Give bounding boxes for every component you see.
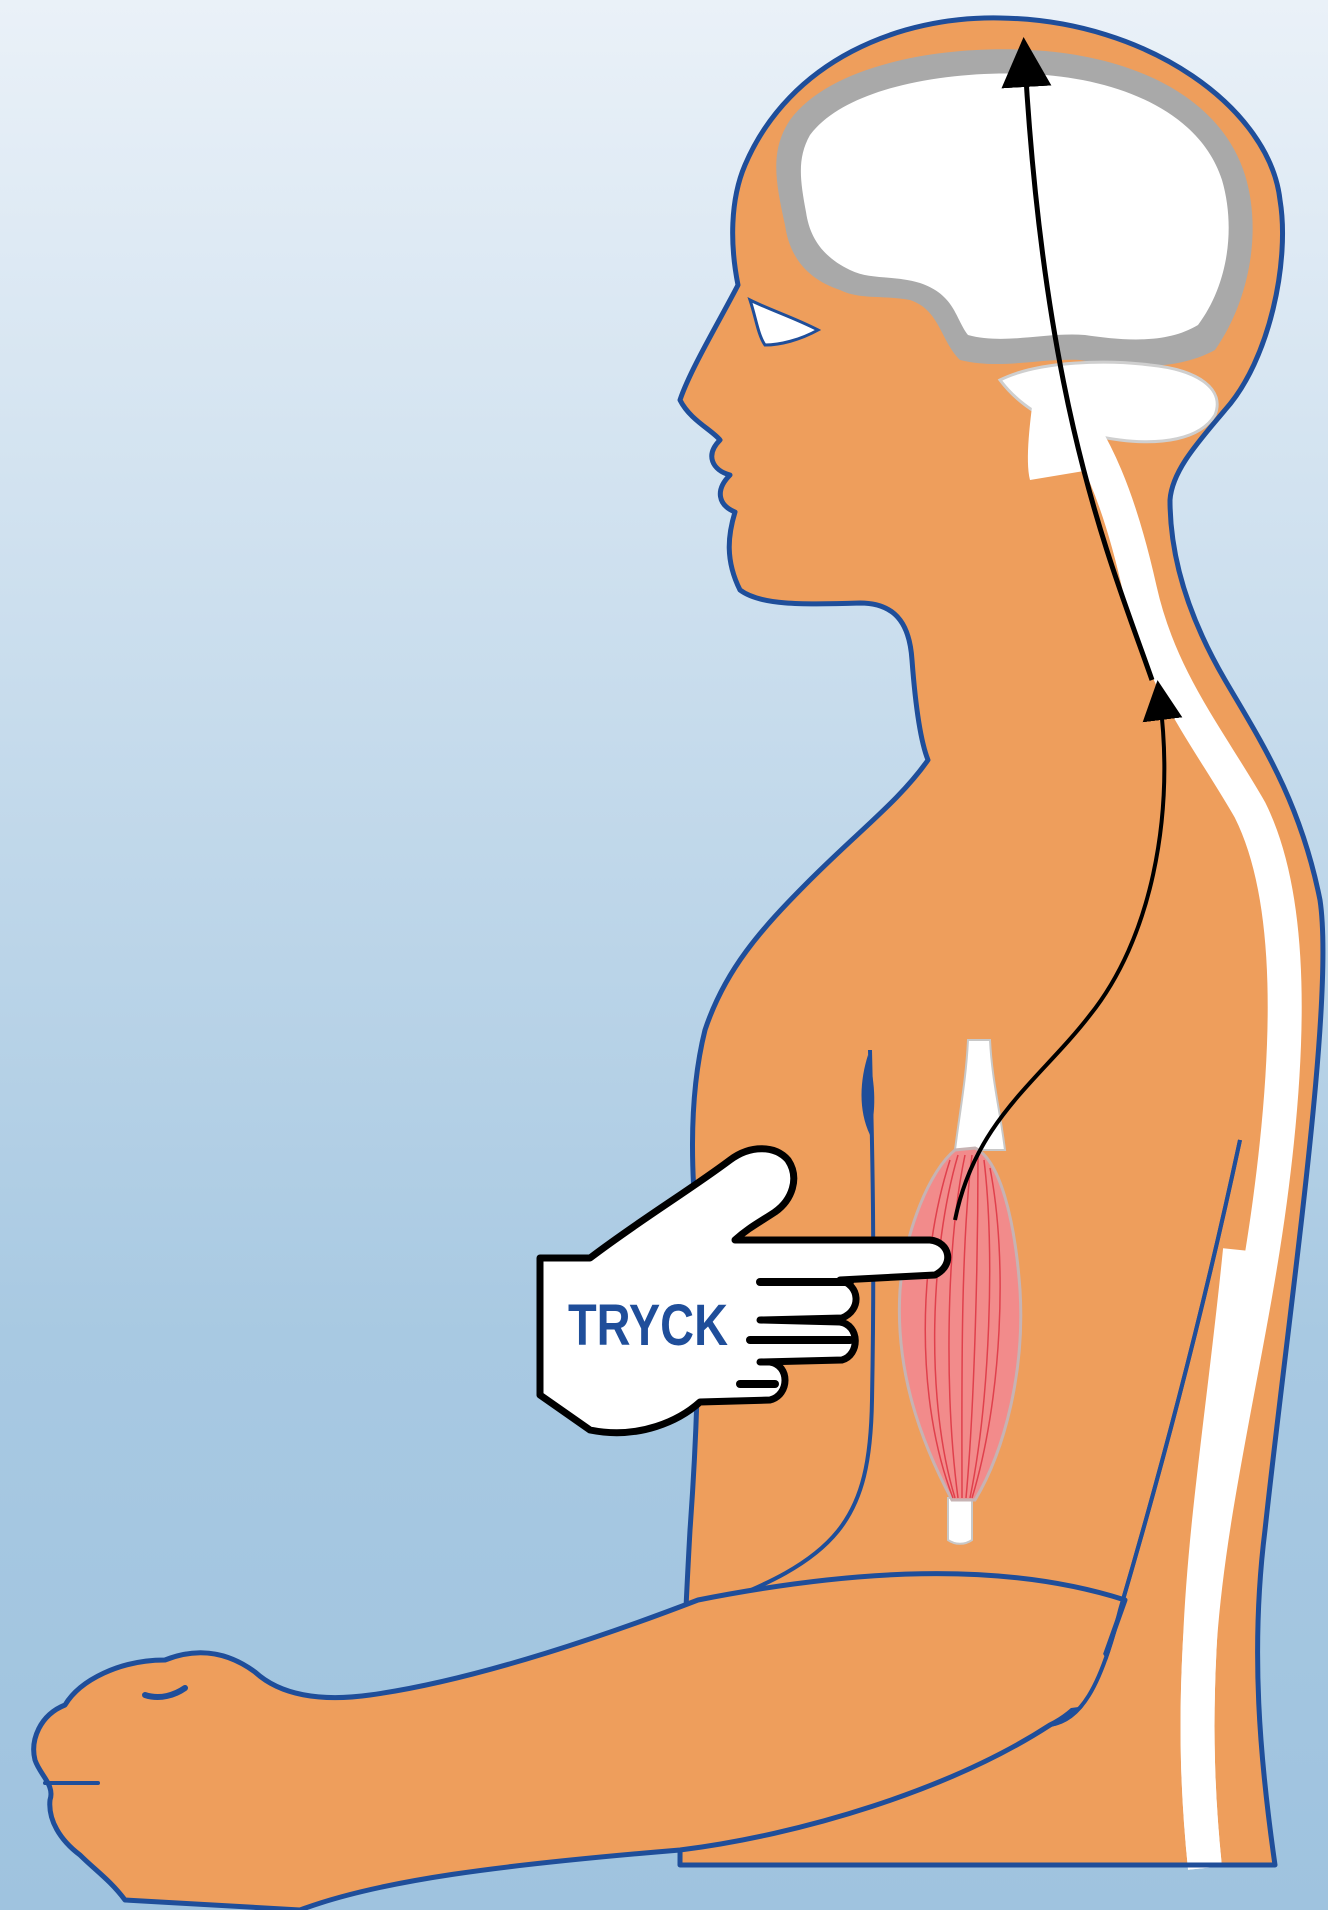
- hand-label: TRYCK: [568, 1293, 728, 1358]
